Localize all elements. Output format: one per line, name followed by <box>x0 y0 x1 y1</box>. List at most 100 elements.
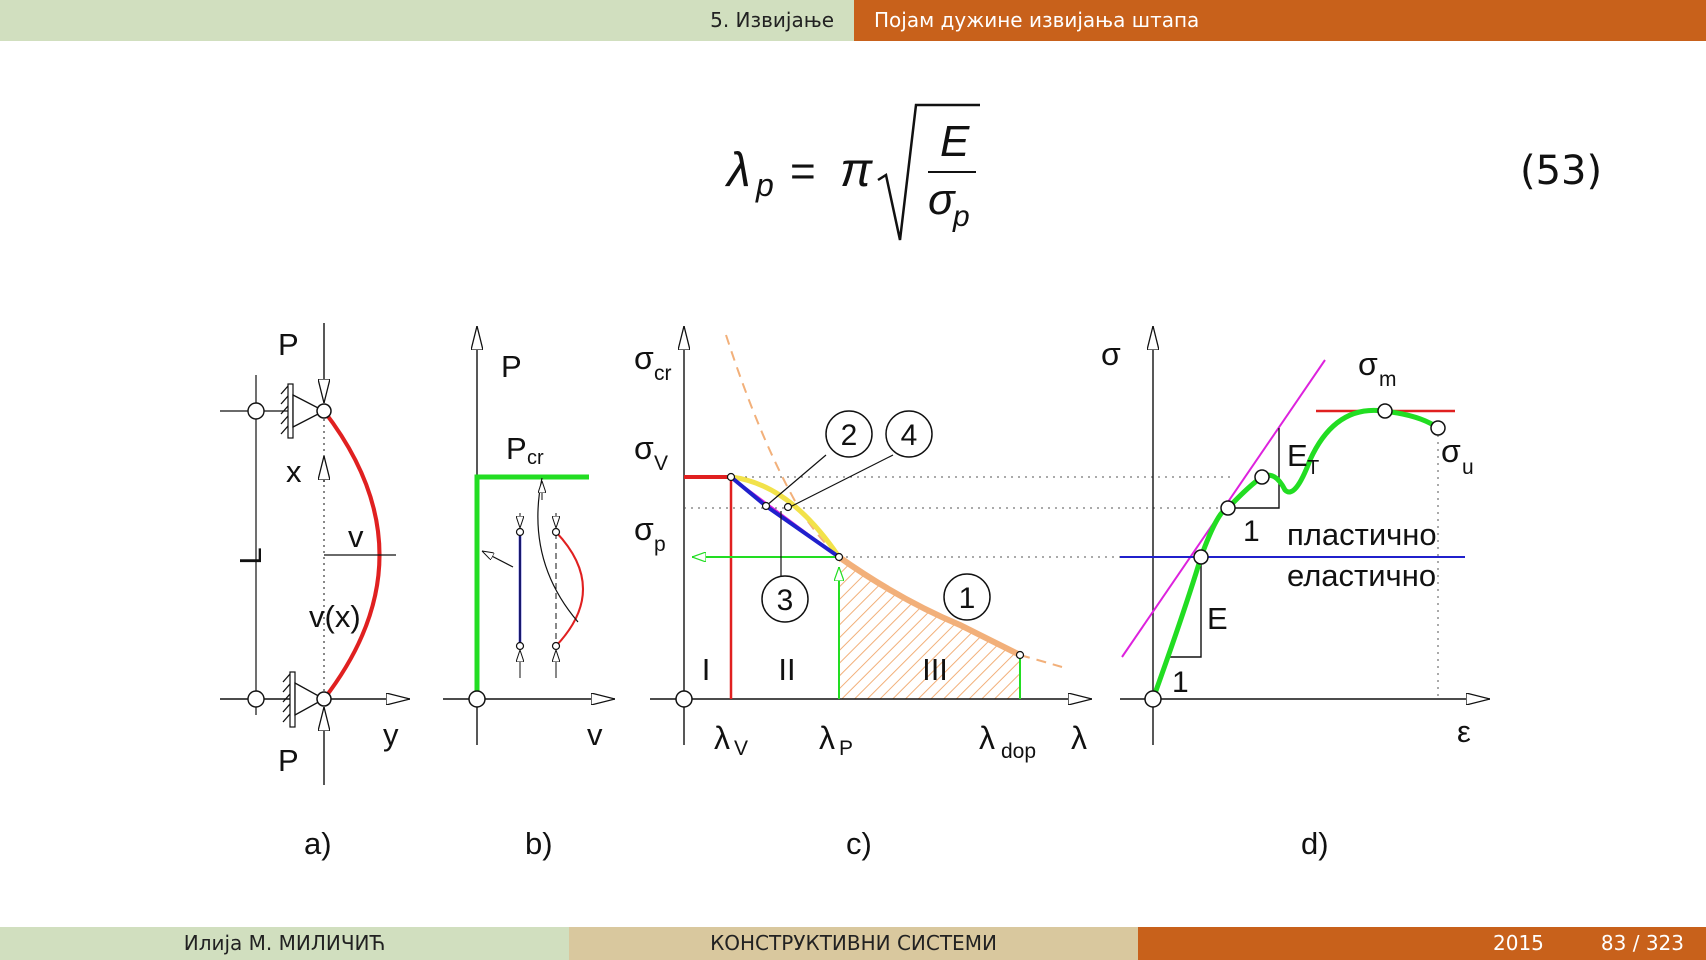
c-label-lambda-dop-sub: dop <box>1001 740 1036 763</box>
c-origin-node <box>675 690 693 708</box>
footer-author[interactable]: Илија М. МИЛИЧИЋ <box>0 927 569 960</box>
caption-b: b) <box>525 826 553 861</box>
header-subsection[interactable]: Појам дужине извијања штапа <box>854 0 1706 41</box>
d-label-one-bottom: 1 <box>1172 666 1189 699</box>
d-triangle-E <box>1169 557 1202 658</box>
c-label-sigmap: σ <box>634 511 654 547</box>
b-label-Pcr-sub: cr <box>527 447 544 469</box>
label-vx: v(x) <box>309 599 361 634</box>
label-v: v <box>348 519 364 554</box>
c-node-4 <box>783 502 793 512</box>
c-circle-3 <box>761 575 809 623</box>
d-label-one-top: 1 <box>1243 515 1260 548</box>
c-yellow-curve <box>730 474 842 559</box>
d-label-sigma: σ <box>1101 336 1121 372</box>
label-y: y <box>383 717 399 752</box>
d-label-elastic: еластично <box>1287 558 1436 593</box>
c-region-II: II <box>778 652 795 687</box>
c-circle-3-label: 3 <box>777 584 794 617</box>
d-triangle-ET <box>1228 428 1280 509</box>
b-straight-node-top <box>515 527 525 537</box>
eq-pi: π <box>840 144 873 197</box>
c-label-lambda: λ <box>1071 720 1087 756</box>
d-node-max <box>1377 403 1393 419</box>
c-region-III: III <box>922 652 948 687</box>
d-label-E: E <box>1207 601 1228 636</box>
d-node-V <box>1220 500 1236 516</box>
b-straight-node-bottom <box>515 641 525 651</box>
dimension-node-top <box>247 402 265 420</box>
c-circle-1 <box>943 573 991 621</box>
b-origin-node <box>468 690 486 708</box>
panel-a: P P L x v v(x) y a) <box>220 323 410 861</box>
c-leader-4 <box>787 454 894 509</box>
c-label-sigmaV: σ <box>634 430 654 466</box>
eq-denominator: σ <box>928 175 956 224</box>
c-circle-4-label: 4 <box>901 419 918 452</box>
b-transition-curve <box>537 477 579 623</box>
footer-bar: Илија М. МИЛИЧИЋ КОНСТРУКТИВНИ СИСТЕМИ 2… <box>0 927 1706 960</box>
label-L: L <box>233 547 268 564</box>
b-buckled-node-top <box>551 527 561 537</box>
c-region-I: I <box>702 652 711 687</box>
b-pointer-arrow <box>482 551 514 568</box>
bottom-support-wall <box>289 671 296 728</box>
eq-lambda: λ <box>724 144 751 197</box>
d-label-sigma-u-sub: u <box>1462 456 1474 479</box>
b-buckled-column <box>555 531 584 647</box>
c-blue-line <box>729 475 841 559</box>
caption-d: d) <box>1301 826 1329 861</box>
d-label-plastic: пластично <box>1287 517 1437 552</box>
footer-right: 2015 83 / 323 <box>1138 927 1706 960</box>
c-label-sigmap-sub: p <box>654 533 666 556</box>
b-label-Pcr: P <box>506 431 527 466</box>
bottom-support-hatch <box>282 673 291 723</box>
footer-title[interactable]: КОНСТРУКТИВНИ СИСТЕМИ <box>569 927 1138 960</box>
b-label-P: P <box>501 349 522 384</box>
d-label-sigma-m-sub: m <box>1379 368 1397 391</box>
c-circle-2-label: 2 <box>841 419 858 452</box>
bottom-pin-support <box>294 681 326 717</box>
top-hinge <box>316 403 332 419</box>
c-node-2 <box>761 501 771 511</box>
eq-equals: = <box>790 147 816 196</box>
c-label-lambdaP-sub: P <box>839 737 853 760</box>
d-label-sigma-u: σ <box>1441 433 1461 469</box>
c-circle-1-label: 1 <box>959 582 976 615</box>
c-node-sigmaV <box>726 472 736 482</box>
top-support-hatch <box>280 385 289 435</box>
c-label-lambdaV: λ <box>714 720 730 756</box>
d-label-sigma-m: σ <box>1358 346 1378 382</box>
c-label-lambdaV-sub: V <box>734 737 748 760</box>
equation: λ p = π E σ p <box>724 103 980 241</box>
header-bar: 5. Извијање Појам дужине извијања штапа <box>0 0 1706 41</box>
c-label-lambda-dop: λ <box>979 720 995 756</box>
top-pin-support <box>292 393 326 429</box>
d-label-ET-sub: T <box>1307 457 1319 479</box>
d-label-epsilon: ε <box>1457 714 1471 749</box>
eq-lambda-sub: p <box>755 167 774 203</box>
panel-d: σ σ m σ u E T 1 1 E пластично еластично … <box>1101 326 1490 861</box>
d-origin-node <box>1144 690 1162 708</box>
b-critical-load-line <box>474 474 589 699</box>
caption-a: a) <box>304 826 332 861</box>
dimension-node-bottom <box>247 690 265 708</box>
c-circle-2 <box>825 410 873 458</box>
label-P-top: P <box>278 327 299 362</box>
c-euler-dashed <box>725 334 840 558</box>
header-section[interactable]: 5. Извијање <box>0 0 854 41</box>
c-label-lambdaP: λ <box>819 720 835 756</box>
d-node-yield <box>1254 469 1270 485</box>
b-buckled-node-bottom <box>551 641 561 651</box>
d-stress-strain-curve <box>1150 407 1440 700</box>
c-label-sigma-cr-sub: cr <box>654 362 672 385</box>
footer-year: 2015 <box>1493 931 1544 955</box>
c-euler-dashed-tail <box>1019 654 1063 668</box>
caption-c: c) <box>846 826 872 861</box>
c-euler-curve <box>837 554 1022 658</box>
footer-page-number[interactable]: 83 / 323 <box>1600 931 1684 955</box>
deflected-shape <box>322 409 382 701</box>
bottom-hinge <box>316 691 332 707</box>
c-node-dop <box>1015 650 1025 660</box>
eq-numerator: E <box>940 117 970 166</box>
